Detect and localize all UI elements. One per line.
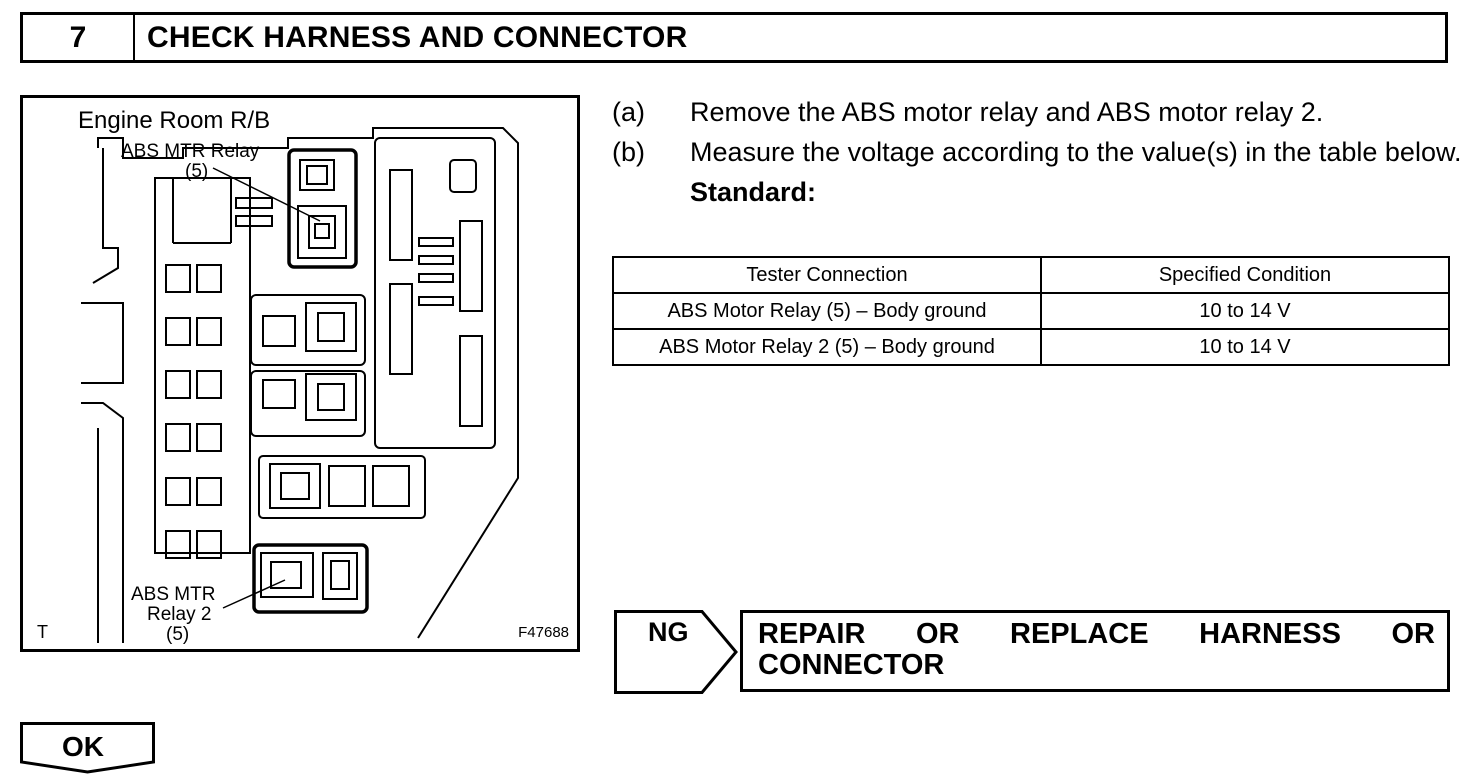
instruction-text: Measure the voltage according to the val… bbox=[690, 137, 1462, 167]
table-cell: 10 to 14 V bbox=[1040, 328, 1450, 366]
instruction-list: (a) Remove the ABS motor relay and ABS m… bbox=[612, 92, 1462, 212]
table-cell: ABS Motor Relay 2 (5) – Body ground bbox=[612, 328, 1042, 366]
ok-tab-shape bbox=[20, 722, 155, 774]
figure-code: F47688 bbox=[518, 624, 569, 641]
ng-word: OR bbox=[1391, 618, 1436, 650]
figure-title: Engine Room R/B bbox=[78, 107, 271, 134]
ng-action-line1: REPAIR OR REPLACE HARNESS OR bbox=[758, 619, 1435, 650]
table-row: ABS Motor Relay 2 (5) – Body ground 10 t… bbox=[612, 328, 1450, 366]
ng-word: REPAIR bbox=[758, 618, 866, 650]
relay-block-illustration: Engine Room R/B ABS MTR Relay (5) ABS MT… bbox=[20, 95, 580, 652]
ng-word: OR bbox=[915, 618, 960, 650]
figure-corner-mark: T bbox=[37, 622, 48, 642]
ng-word: REPLACE bbox=[1010, 618, 1149, 650]
step-number: 7 bbox=[23, 15, 135, 60]
ng-word: HARNESS bbox=[1199, 618, 1341, 650]
ng-arrow-shape bbox=[614, 610, 738, 694]
table-cell: ABS Motor Relay (5) – Body ground bbox=[612, 292, 1042, 330]
relay1-label: ABS MTR Relay bbox=[121, 141, 260, 162]
relay2-terminal-label: (5) bbox=[166, 624, 190, 645]
step-title: CHECK HARNESS AND CONNECTOR bbox=[147, 20, 688, 54]
standard-label: Standard: bbox=[690, 177, 817, 207]
fuse-grid bbox=[165, 264, 222, 559]
table-header: Tester Connection bbox=[612, 256, 1042, 294]
table-header: Specified Condition bbox=[1040, 256, 1450, 294]
ng-label: NG bbox=[648, 617, 689, 647]
instruction-letter: (a) bbox=[612, 97, 645, 127]
table-row: ABS Motor Relay (5) – Body ground 10 to … bbox=[612, 292, 1450, 330]
ng-action-line2: CONNECTOR bbox=[758, 649, 945, 681]
relay2-label-line2: Relay 2 bbox=[147, 604, 212, 625]
ok-label: OK bbox=[62, 731, 104, 762]
spec-table: Tester Connection Specified Condition AB… bbox=[612, 256, 1450, 366]
relay2-label-line1: ABS MTR bbox=[131, 584, 216, 605]
instruction-letter: (b) bbox=[612, 137, 645, 167]
table-cell: 10 to 14 V bbox=[1040, 292, 1450, 330]
step-header: 7 CHECK HARNESS AND CONNECTOR bbox=[20, 12, 1448, 63]
table-header-row: Tester Connection Specified Condition bbox=[612, 256, 1450, 294]
relay-block-drawing bbox=[81, 127, 519, 643]
instruction-text: Remove the ABS motor relay and ABS motor… bbox=[690, 97, 1324, 127]
instruction-a: (a) Remove the ABS motor relay and ABS m… bbox=[612, 92, 1462, 132]
relay1-terminal-label: (5) bbox=[185, 161, 209, 182]
instruction-b: (b) Measure the voltage according to the… bbox=[612, 132, 1462, 172]
ng-action-box: REPAIR OR REPLACE HARNESS OR CONNECTOR bbox=[740, 610, 1450, 692]
